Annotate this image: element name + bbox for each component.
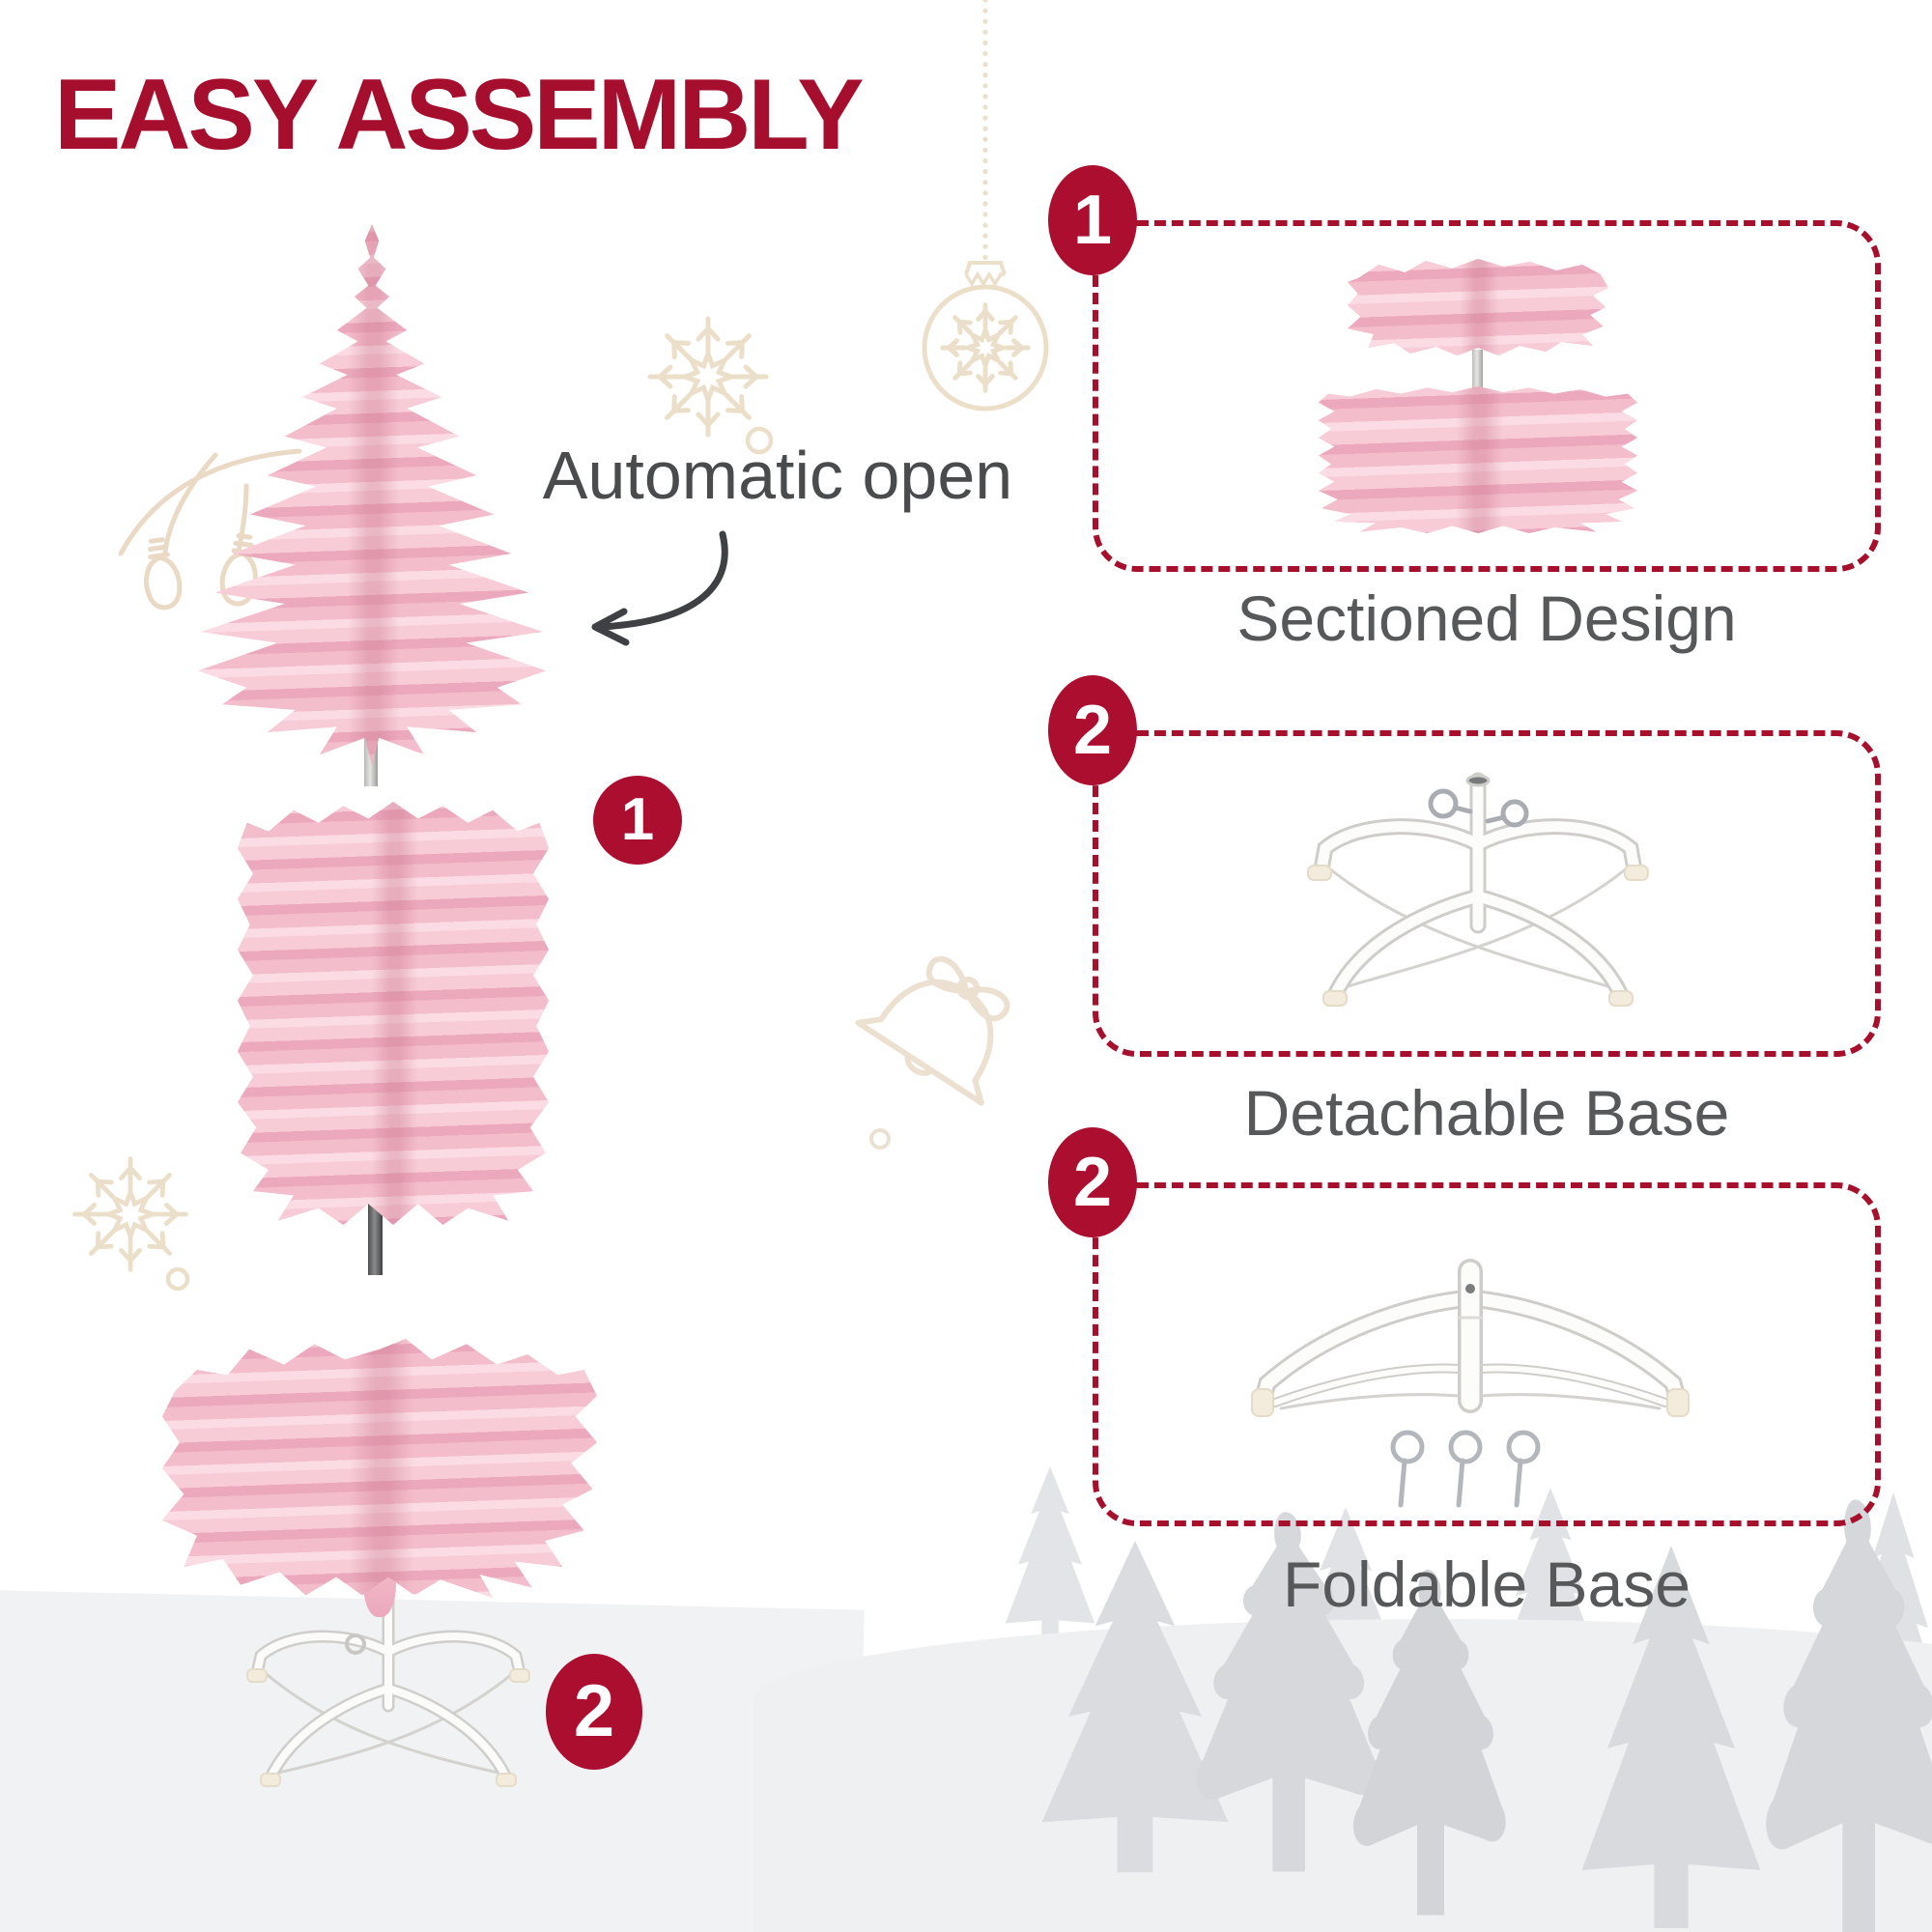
ornament-ball-icon <box>922 0 1049 412</box>
step-2-badge: 2 <box>546 1654 642 1770</box>
panel-1-caption: Sectioned Design <box>1236 582 1737 654</box>
folded-stand-icon <box>1251 1259 1690 1508</box>
dot-circle-icon <box>165 1266 190 1292</box>
snowflake-icon <box>647 316 769 438</box>
curved-arrow-icon <box>591 530 728 646</box>
step-1-badge: 1 <box>593 776 682 865</box>
tree-bottom-section-image <box>162 1339 597 1598</box>
tree-lower-piece-image <box>1319 386 1637 533</box>
automatic-open-label: Automatic open <box>542 438 1013 513</box>
dot-circle-icon <box>745 426 774 455</box>
eye-bolt-icon <box>1390 1430 1541 1508</box>
tree-piece-pole <box>1472 350 1483 400</box>
panel-2-badge: 2 <box>1048 675 1137 785</box>
tree-upper-piece-image <box>1348 259 1608 355</box>
panel-2-caption: Detachable Base <box>1243 1077 1730 1149</box>
panel-3-badge: 2 <box>1048 1127 1137 1237</box>
page-title: EASY ASSEMBLY <box>54 59 865 171</box>
tree-stand-icon <box>246 1593 530 1787</box>
foldable-base-panel <box>1093 1182 1881 1526</box>
tree-section-pole <box>368 1202 383 1275</box>
panel-3-caption: Foldable Base <box>1283 1548 1690 1620</box>
detachable-base-panel <box>1093 730 1881 1057</box>
panel-1-badge: 1 <box>1048 165 1137 275</box>
snowflake-icon <box>72 1156 188 1272</box>
bell-icon <box>855 955 1010 1106</box>
tree-stand-icon <box>1307 772 1649 1007</box>
sectioned-design-panel <box>1093 220 1881 572</box>
tree-middle-section-image <box>238 802 549 1225</box>
dot-circle-icon <box>869 1128 891 1150</box>
